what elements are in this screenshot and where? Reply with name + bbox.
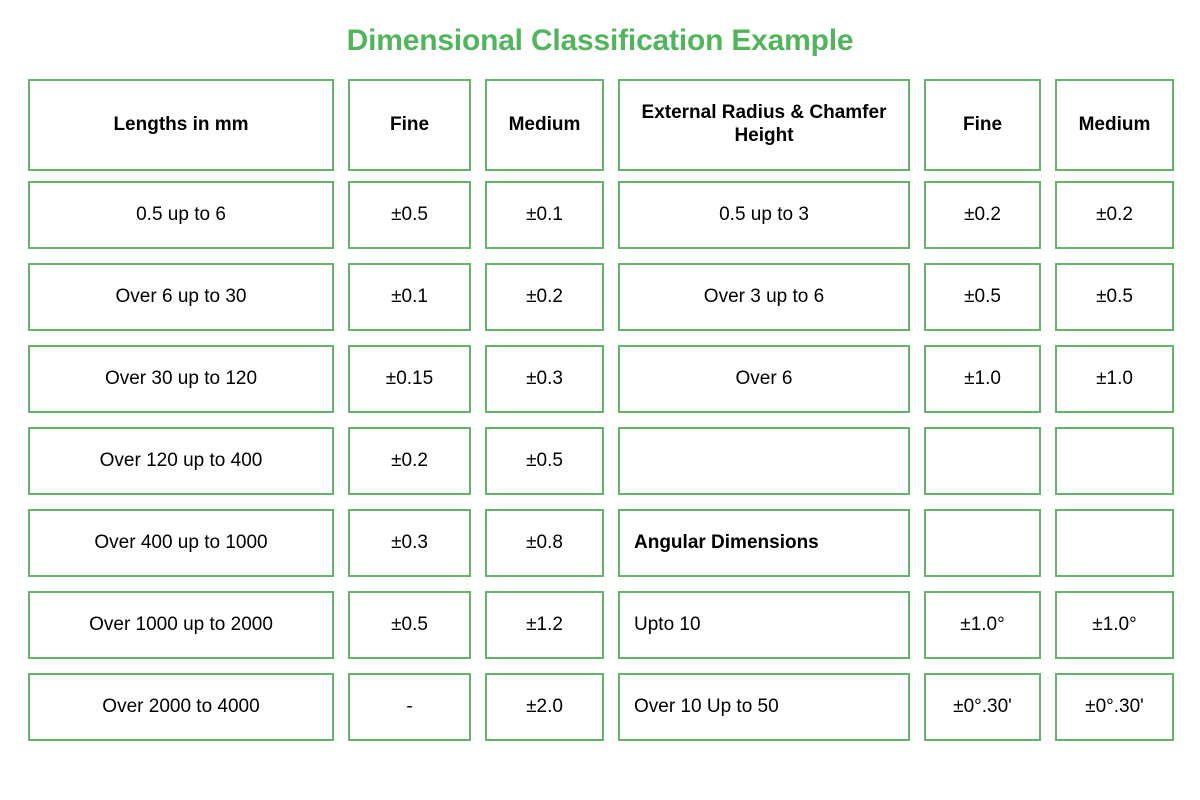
cell-lengths: Over 400 up to 1000 — [28, 509, 334, 577]
cell-fine-right: ±0.5 — [924, 263, 1041, 331]
table-row: 0.5 up to 6 ±0.5 ±0.1 0.5 up to 3 ±0.2 ±… — [28, 181, 1174, 249]
cell-medium-left: ±0.5 — [485, 427, 604, 495]
cell-fine-right: ±1.0 — [924, 345, 1041, 413]
cell-radius: Over 6 — [618, 345, 910, 413]
header-cell-lengths: Lengths in mm — [28, 79, 334, 171]
cell-lengths: Over 120 up to 400 — [28, 427, 334, 495]
cell-medium-left: ±0.1 — [485, 181, 604, 249]
cell-medium-left: ±2.0 — [485, 673, 604, 741]
cell-angular-range: Over 10 Up to 50 — [618, 673, 910, 741]
cell-fine-right: ±1.0° — [924, 591, 1041, 659]
header-cell-medium-right: Medium — [1055, 79, 1174, 171]
cell-angular-dimensions-subheader: Angular Dimensions — [618, 509, 910, 577]
cell-fine-left: ±0.1 — [348, 263, 471, 331]
cell-medium-right-empty — [1055, 427, 1174, 495]
table-row: Over 1000 up to 2000 ±0.5 ±1.2 Upto 10 ±… — [28, 591, 1174, 659]
cell-fine-left: ±0.2 — [348, 427, 471, 495]
cell-fine-left: ±0.5 — [348, 591, 471, 659]
table-row: Over 6 up to 30 ±0.1 ±0.2 Over 3 up to 6… — [28, 263, 1174, 331]
cell-medium-right: ±0°.30' — [1055, 673, 1174, 741]
cell-fine-right-empty — [924, 427, 1041, 495]
cell-medium-right-empty — [1055, 509, 1174, 577]
cell-fine-right: ±0°.30' — [924, 673, 1041, 741]
cell-medium-left: ±0.3 — [485, 345, 604, 413]
header-cell-fine-left: Fine — [348, 79, 471, 171]
table-row: Over 2000 to 4000 - ±2.0 Over 10 Up to 5… — [28, 673, 1174, 741]
header-cell-radius: External Radius & Chamfer Height — [618, 79, 910, 171]
cell-fine-left: ±0.15 — [348, 345, 471, 413]
cell-medium-right: ±1.0° — [1055, 591, 1174, 659]
cell-lengths: Over 1000 up to 2000 — [28, 591, 334, 659]
cell-fine-right-empty — [924, 509, 1041, 577]
table-row: Over 30 up to 120 ±0.15 ±0.3 Over 6 ±1.0… — [28, 345, 1174, 413]
cell-angular-range: Upto 10 — [618, 591, 910, 659]
cell-medium-right: ±0.5 — [1055, 263, 1174, 331]
cell-medium-left: ±0.2 — [485, 263, 604, 331]
cell-lengths: 0.5 up to 6 — [28, 181, 334, 249]
cell-medium-right: ±1.0 — [1055, 345, 1174, 413]
cell-medium-left: ±0.8 — [485, 509, 604, 577]
table-header-row: Lengths in mm Fine Medium External Radiu… — [28, 79, 1174, 171]
cell-medium-right: ±0.2 — [1055, 181, 1174, 249]
tolerance-table: Lengths in mm Fine Medium External Radiu… — [28, 79, 1174, 741]
cell-lengths: Over 30 up to 120 — [28, 345, 334, 413]
cell-radius-empty — [618, 427, 910, 495]
cell-fine-left: - — [348, 673, 471, 741]
cell-lengths: Over 2000 to 4000 — [28, 673, 334, 741]
cell-lengths: Over 6 up to 30 — [28, 263, 334, 331]
cell-fine-left: ±0.3 — [348, 509, 471, 577]
cell-radius: 0.5 up to 3 — [618, 181, 910, 249]
cell-fine-left: ±0.5 — [348, 181, 471, 249]
table-row: Over 120 up to 400 ±0.2 ±0.5 — [28, 427, 1174, 495]
header-cell-medium-left: Medium — [485, 79, 604, 171]
cell-fine-right: ±0.2 — [924, 181, 1041, 249]
cell-medium-left: ±1.2 — [485, 591, 604, 659]
table-row: Over 400 up to 1000 ±0.3 ±0.8 Angular Di… — [28, 509, 1174, 577]
header-cell-fine-right: Fine — [924, 79, 1041, 171]
cell-radius: Over 3 up to 6 — [618, 263, 910, 331]
page-title: Dimensional Classification Example — [346, 24, 854, 57]
